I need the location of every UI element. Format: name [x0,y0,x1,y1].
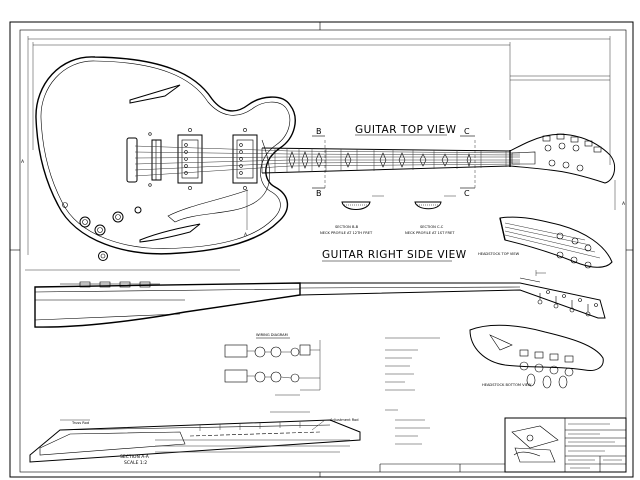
section-marker-b: B B [312,127,326,198]
pickup-screws [148,128,247,190]
adjustment-rod-note: Adjustment Rod [330,418,359,422]
top-dimension-lines [25,36,611,271]
strings-neck [289,150,521,167]
section-c-label-bottom: C [464,189,470,198]
outer-border [9,21,634,478]
guitar-top-view [35,56,616,261]
bridge-pickup-inner [181,139,199,179]
spec-notes [385,337,440,445]
body-binding [40,60,291,249]
wiring-diagram-title: WIRING DIAGRAM [256,333,288,337]
inner-border [19,29,627,473]
fret-inlays [288,151,472,169]
neck [261,147,511,174]
strings-body [134,145,291,177]
bridge-pickup [177,134,203,184]
f-hole-upper [129,84,181,104]
tuners-top [542,133,602,172]
neck-pickup [232,134,258,184]
section-cc-note: NECK PROFILE AT 1ST FRET [405,231,455,235]
section-marker-a: A A A [21,159,626,238]
headstock-bottom-view: HEADSTOCK BOTTOM VIEW [469,324,604,389]
section-bb-title: SECTION B-B [335,225,359,229]
guitar-right-side-view [34,270,606,328]
title-block [379,417,627,473]
top-view-title: GUITAR TOP VIEW [355,124,457,136]
bridge [151,139,162,181]
section-aa: Adjustment Rod Truss Rod SECTION A-A SCA… [29,411,361,466]
section-marker-c: C C [460,127,476,198]
section-aa-title: SECTION A-A [120,454,150,460]
section-c-label-top: C [464,127,470,136]
truss-rod-note: Truss Rod [71,421,89,425]
tailpiece [126,137,138,183]
section-bb-note: NECK PROFILE AT 12TH FRET [320,231,373,235]
headstock-top-view-label: HEADSTOCK TOP VIEW [478,252,520,256]
headstock-top-view: HEADSTOCK TOP VIEW [478,216,613,269]
section-a-label-left: A [21,159,25,165]
headstock [509,133,616,184]
neck-pickup-inner [236,139,254,179]
pickguard [167,139,271,223]
section-b-label-top: B [316,127,322,136]
headstock-bottom-view-label: HEADSTOCK BOTTOM VIEW [482,383,532,387]
truss-cover [511,151,536,165]
control-knobs [62,202,142,261]
right-side-view-title: GUITAR RIGHT SIDE VIEW [322,249,467,261]
body-outline [35,56,296,255]
section-b-label-bottom: B [316,189,322,198]
wiring-diagram: WIRING DIAGRAM [224,333,321,396]
section-cc-profile: SECTION C-C NECK PROFILE AT 1ST FRET [405,195,456,235]
section-a-label-right: A [622,201,626,207]
section-bb-profile: SECTION B-B NECK PROFILE AT 12TH FRET [320,195,384,235]
section-aa-scale: SCALE 1:2 [124,460,147,466]
section-a-label: A [244,232,248,238]
section-cc-title: SECTION C-C [420,225,444,229]
f-hole-lower [139,223,201,243]
